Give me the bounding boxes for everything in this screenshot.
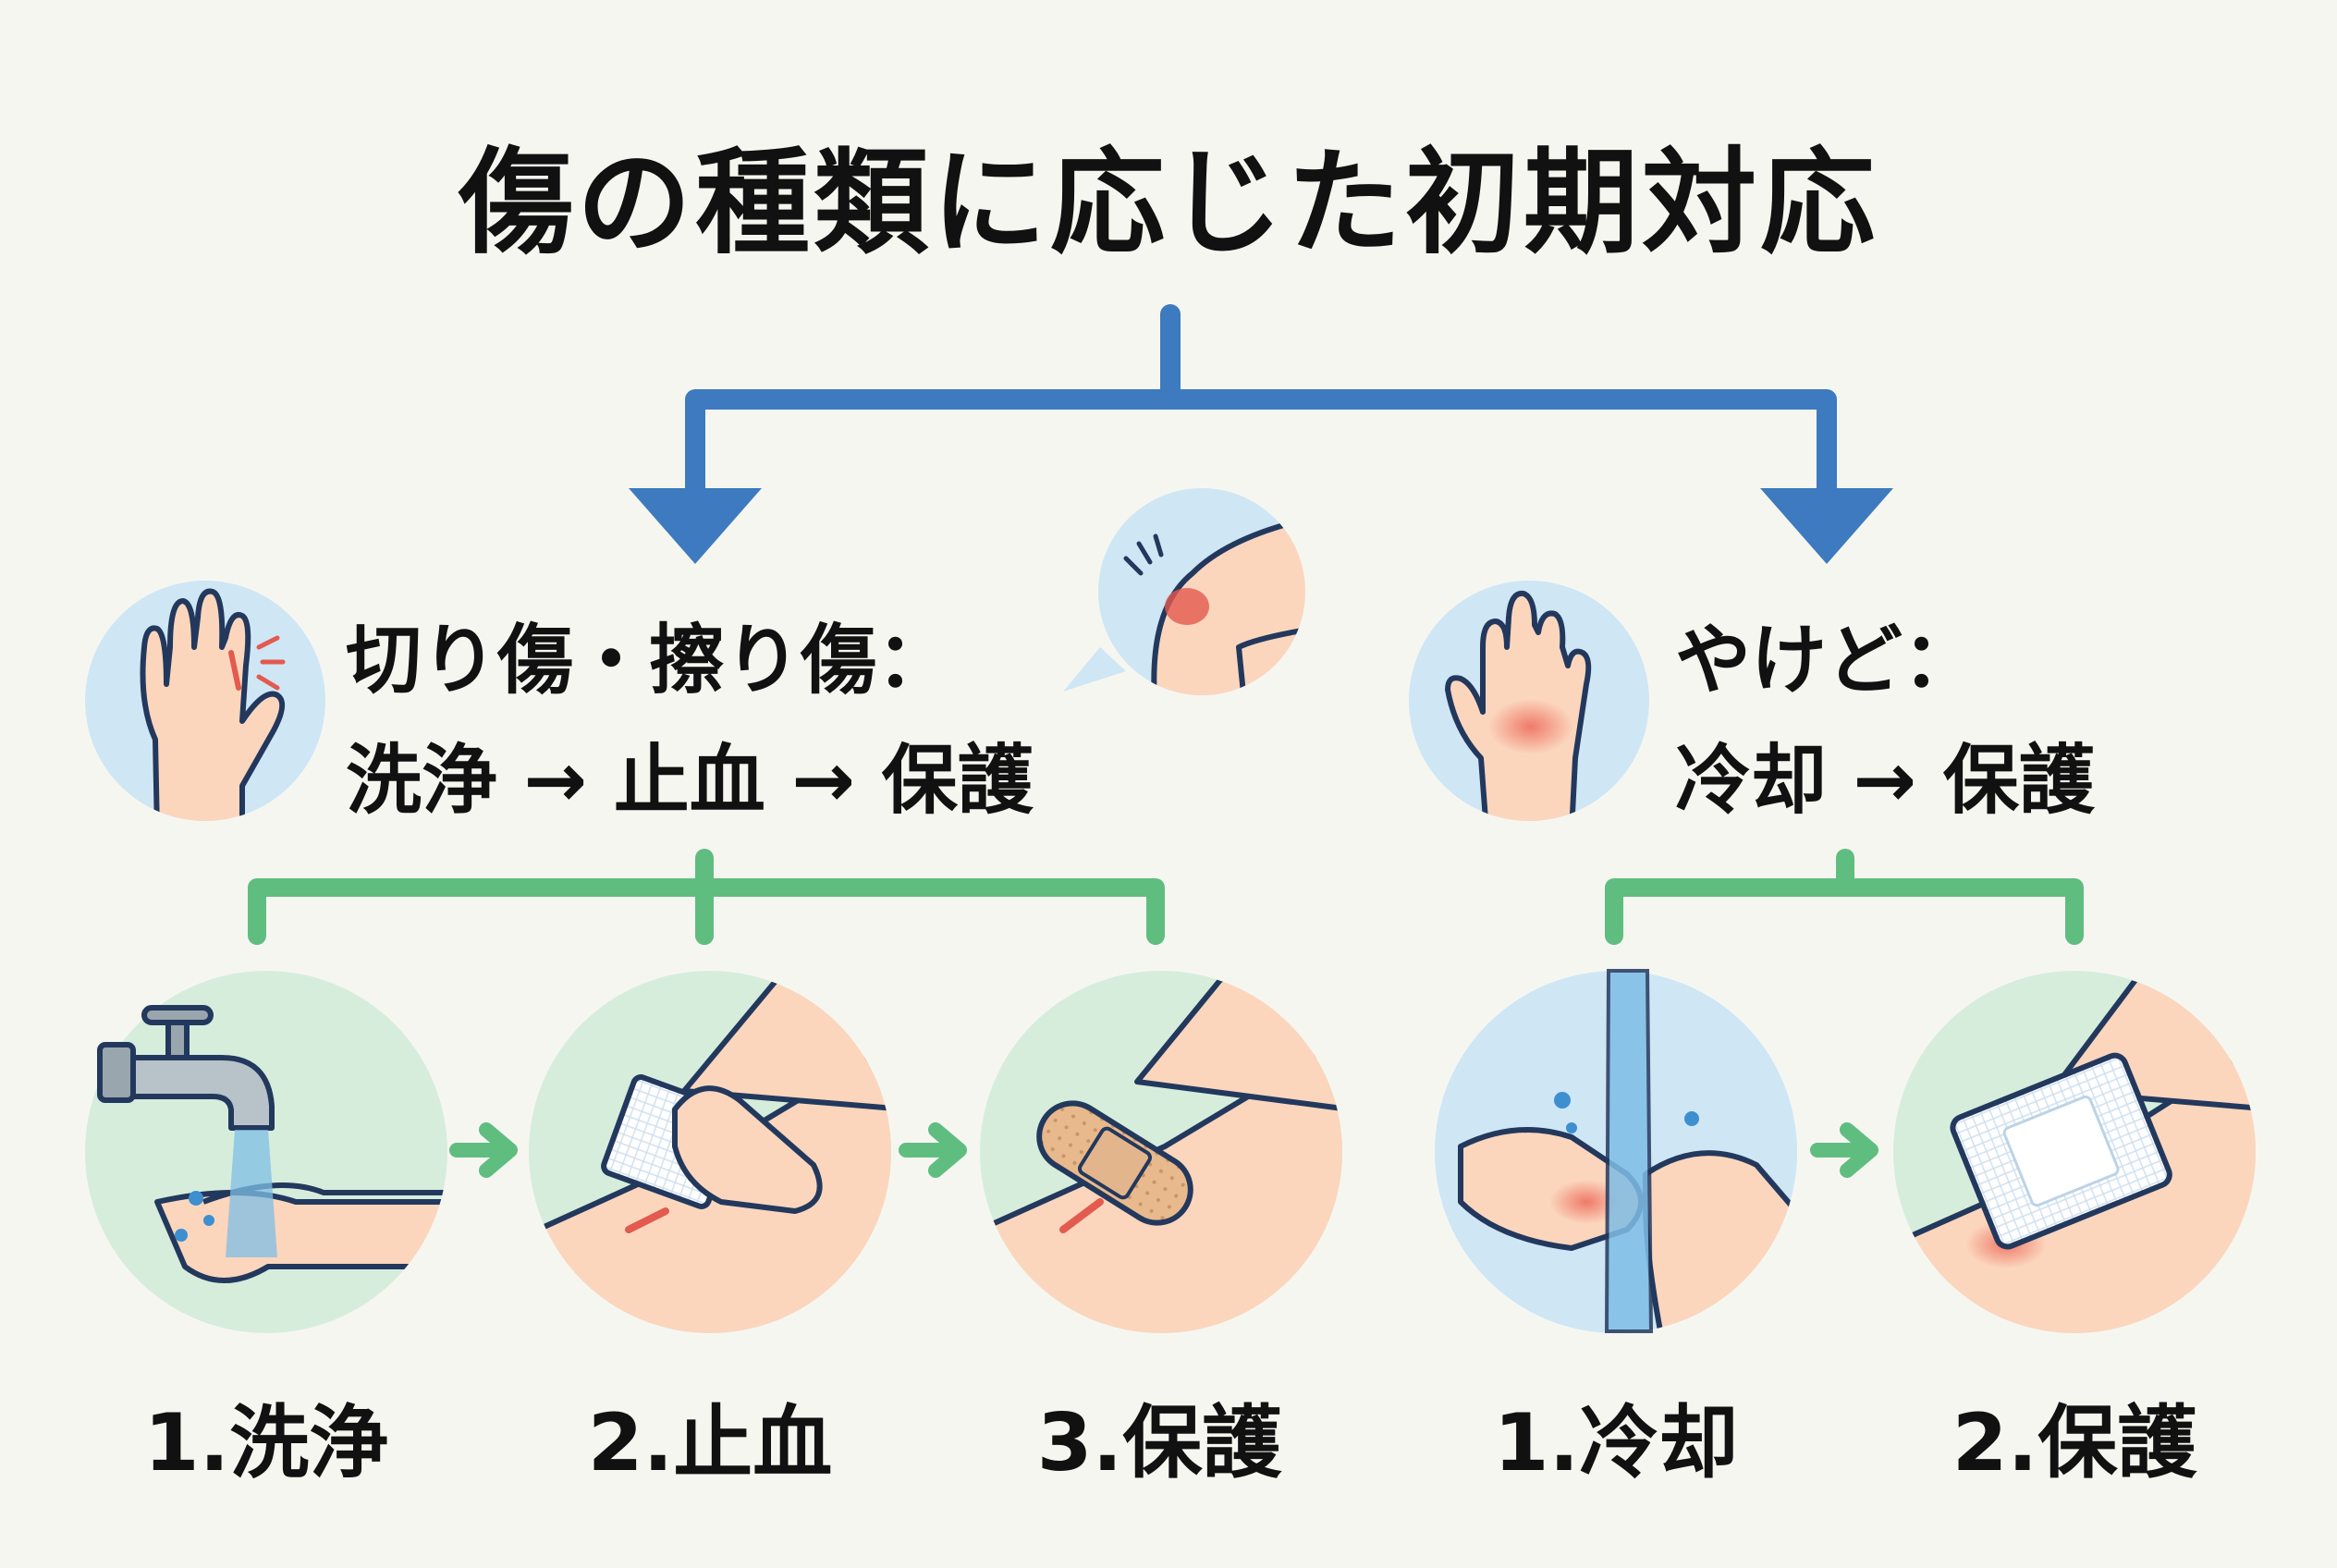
step-arrow-2: [899, 1122, 967, 1178]
faucet-icon: [85, 971, 447, 1333]
step-arrow-1: [449, 1122, 518, 1178]
bandage-icon: [980, 971, 1342, 1333]
branch-burn-flow: 冷却 → 保護: [1675, 737, 2095, 825]
step-label-protect: 3.保護: [1036, 1397, 1282, 1489]
step-label-cool: 1.冷却: [1493, 1397, 1739, 1489]
step-label-wash: 1.洗浄: [143, 1397, 389, 1489]
burn-dressing-icon: [1893, 971, 2256, 1333]
step-label-stop-bleeding: 2.止血: [587, 1397, 833, 1489]
arrow-head-right: [1760, 488, 1893, 564]
branch-cut-heading: 切り傷・擦り傷：: [346, 617, 953, 704]
arrow-head-left: [629, 488, 762, 564]
cut-hand-icon: [85, 581, 325, 821]
branch-cut-flow: 洗浄 → 止血 → 保護: [346, 737, 1034, 825]
burned-hand-icon: [1409, 581, 1649, 821]
step-arrow-3: [1810, 1122, 1878, 1178]
page-title: 傷の種類に応じた初期対応: [458, 137, 1878, 270]
water-stream-icon: [1435, 969, 1797, 1333]
main-arrows: [685, 304, 1837, 502]
knee-scrape-icon: [1063, 488, 1305, 695]
sub-connector-left: [248, 849, 1165, 945]
gauze-icon: [529, 971, 891, 1333]
branch-burn-heading: やけど：: [1675, 617, 1979, 704]
sub-connector-right: [1605, 849, 2084, 945]
step-label-protect-burn: 2.保護: [1952, 1397, 2197, 1489]
